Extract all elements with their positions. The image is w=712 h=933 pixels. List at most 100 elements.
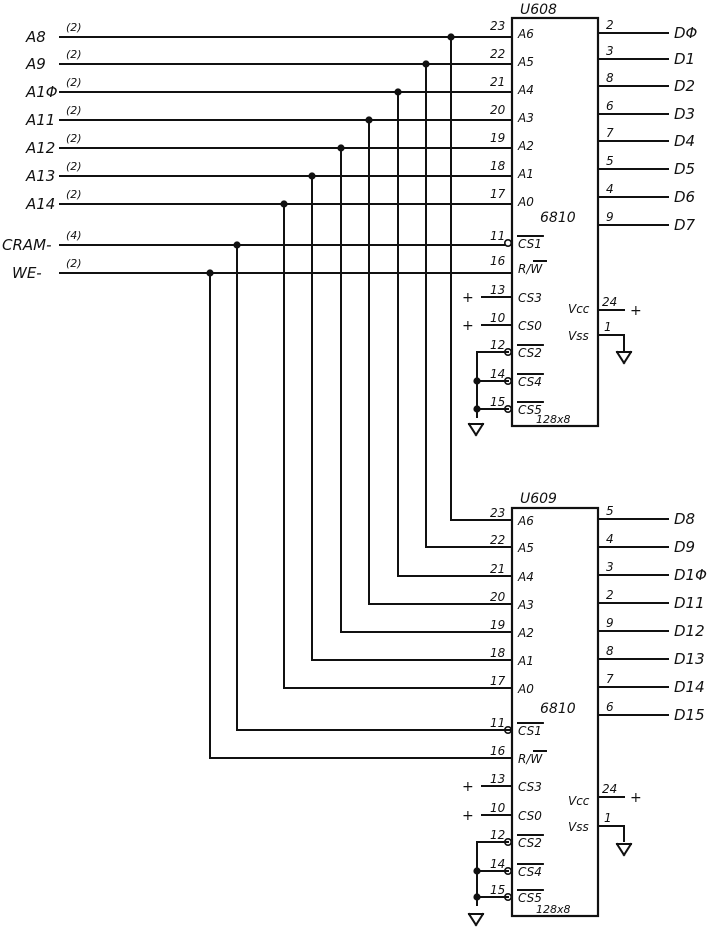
pin-number-12: 12 bbox=[490, 828, 505, 842]
pin-number-22: 22 bbox=[490, 533, 505, 547]
pin-name-cs5: CS5 bbox=[518, 403, 542, 417]
vss-pin-number: 1 bbox=[604, 811, 612, 825]
out-pin-number-3: 3 bbox=[606, 560, 614, 574]
pin-number-18: 18 bbox=[490, 159, 506, 173]
input-label-5: A12 bbox=[25, 139, 55, 157]
pin-name-cs1: CS1 bbox=[518, 237, 542, 251]
vcc-pin-number: 24 bbox=[602, 295, 617, 309]
pin-name-cs4: CS4 bbox=[518, 375, 542, 389]
junction-a-1 bbox=[447, 33, 455, 41]
pin-number-21: 21 bbox=[490, 562, 505, 576]
out-net-d7: D7 bbox=[674, 216, 696, 234]
pin-number-13: 13 bbox=[490, 283, 505, 297]
pin-number-20: 20 bbox=[490, 590, 506, 604]
pin-number-13: 13 bbox=[490, 772, 505, 786]
pin-name-a5: A5 bbox=[517, 55, 534, 69]
out-net-d13: D13 bbox=[674, 650, 705, 668]
junction-a-7 bbox=[280, 200, 288, 208]
ground-symbol-u608-cs bbox=[467, 422, 485, 437]
pin-name-cs2: CS2 bbox=[518, 346, 542, 360]
pin-name-a0: A0 bbox=[517, 682, 534, 696]
input-label-3: A1Φ bbox=[25, 83, 58, 101]
vss-label: Vss bbox=[568, 329, 589, 343]
vcc-label: Vcc bbox=[568, 794, 590, 808]
pin-number-16: 16 bbox=[490, 254, 506, 268]
junction-a-4 bbox=[365, 116, 373, 124]
pin-name-a2: A2 bbox=[517, 139, 534, 153]
pin-name-cs1: CS1 bbox=[518, 724, 542, 738]
chip-organization: 128x8 bbox=[536, 903, 571, 916]
out-pin-number-3: 3 bbox=[606, 44, 614, 58]
input-ref-8: (4) bbox=[66, 229, 82, 242]
input-label-8: CRAM- bbox=[2, 236, 52, 254]
pin-number-15: 15 bbox=[490, 395, 505, 409]
pin-name-a3: A3 bbox=[517, 598, 534, 612]
junction-cs5 bbox=[473, 405, 481, 413]
input-ref-7: (2) bbox=[66, 188, 82, 201]
ground-right bbox=[622, 350, 633, 365]
out-pin-number-4: 4 bbox=[606, 182, 614, 196]
vcc-plus: + bbox=[630, 790, 642, 806]
ground-left bbox=[467, 912, 478, 927]
vss-pin-number: 1 bbox=[604, 320, 612, 334]
pin-number-10: 10 bbox=[490, 311, 506, 325]
pin-name-a0: A0 bbox=[517, 195, 534, 209]
pin-name-r-w: R/W bbox=[518, 752, 543, 766]
pin-number-19: 19 bbox=[490, 131, 505, 145]
pin-name-a1: A1 bbox=[517, 167, 534, 181]
out-pin-number-6: 6 bbox=[606, 99, 614, 113]
out-pin-number-9: 9 bbox=[606, 210, 614, 224]
chip-ref: U608 bbox=[520, 2, 557, 18]
pin-number-20: 20 bbox=[490, 103, 506, 117]
out-net-d3: D3 bbox=[674, 105, 695, 123]
plus-cs3: + bbox=[462, 779, 474, 795]
out-net-d11: D11 bbox=[674, 594, 705, 612]
pin-name-a4: A4 bbox=[517, 83, 534, 97]
out-net-dφ: DΦ bbox=[674, 24, 698, 42]
pin-name-cs3: CS3 bbox=[518, 780, 542, 794]
ground-left bbox=[467, 422, 478, 437]
out-pin-number-5: 5 bbox=[606, 504, 614, 518]
pin-number-14: 14 bbox=[490, 857, 505, 871]
input-label-7: A14 bbox=[25, 195, 55, 213]
out-net-d12: D12 bbox=[674, 622, 705, 640]
pin-name-cs3: CS3 bbox=[518, 291, 542, 305]
out-net-d1φ: D1Φ bbox=[674, 566, 707, 584]
pin-number-23: 23 bbox=[490, 506, 505, 520]
input-ref-3: (2) bbox=[66, 76, 82, 89]
junction-a-3 bbox=[394, 88, 402, 96]
ground-right bbox=[474, 422, 485, 437]
pin-number-19: 19 bbox=[490, 618, 505, 632]
input-ref-6: (2) bbox=[66, 160, 82, 173]
ground-right bbox=[474, 912, 485, 927]
vcc-pin-number: 24 bbox=[602, 782, 617, 796]
chip-organization: 128x8 bbox=[536, 413, 571, 426]
plus-cs3: + bbox=[462, 290, 474, 306]
input-ref-4: (2) bbox=[66, 104, 82, 117]
out-net-d14: D14 bbox=[674, 678, 705, 696]
junction-a-2 bbox=[422, 60, 430, 68]
junction-cs5 bbox=[473, 893, 481, 901]
ground-right bbox=[622, 842, 633, 857]
vss-label: Vss bbox=[568, 820, 589, 834]
pin-number-22: 22 bbox=[490, 47, 505, 61]
pin-number-11: 11 bbox=[490, 229, 505, 243]
chip-part-number: 6810 bbox=[540, 210, 576, 226]
pin-name-cs0: CS0 bbox=[518, 319, 542, 333]
input-label-6: A13 bbox=[25, 167, 55, 185]
ground-left bbox=[615, 842, 626, 857]
out-net-d2: D2 bbox=[674, 77, 695, 95]
input-label-9: WE- bbox=[12, 264, 42, 282]
out-pin-number-2: 2 bbox=[606, 18, 614, 32]
out-pin-number-7: 7 bbox=[606, 126, 614, 140]
pin-name-a6: A6 bbox=[517, 27, 534, 41]
pin-name-a2: A2 bbox=[517, 626, 534, 640]
ground-symbol-u608-vss bbox=[615, 350, 633, 365]
vcc-plus: + bbox=[630, 303, 642, 319]
pin-name-cs2: CS2 bbox=[518, 836, 542, 850]
ground-symbol-u609-vss bbox=[615, 842, 633, 857]
chip-u608: U6086810128x823A622A521A420A319A218A117A… bbox=[462, 2, 698, 428]
pin-number-11: 11 bbox=[490, 716, 505, 730]
pin-number-12: 12 bbox=[490, 338, 505, 352]
